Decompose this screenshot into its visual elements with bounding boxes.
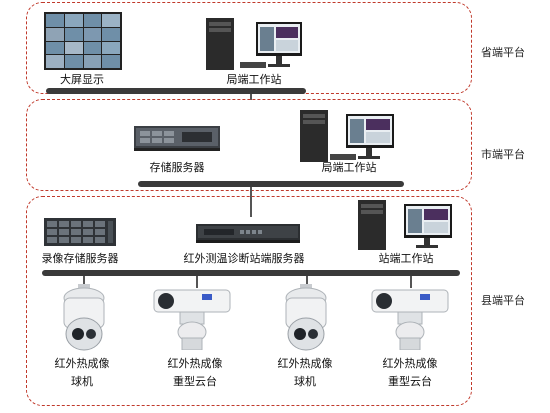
cam1-link [83,276,85,286]
cam3-link [306,276,308,286]
cam4-label-line1: 红外热成像 [382,357,438,370]
ptz-dome-camera-icon [63,284,105,351]
cam4-link [410,276,412,288]
nvr-server-icon [44,218,116,246]
province-workstation-label: 局端工作站 [226,73,282,86]
city-county-link [250,187,252,217]
video-wall-icon [44,12,122,70]
heavy-pan-tilt-camera-icon [153,289,231,350]
heavy-pan-tilt-camera-icon [371,289,449,350]
station-workstation-label: 站端工作站 [378,252,434,265]
cam2-link [196,276,198,288]
cam1-label-line1: 红外热成像 [54,357,110,370]
city-workstation-label: 局端工作站 [321,161,377,174]
county-bus [42,270,460,276]
station-workstation-icon [358,200,452,250]
diagnostic-server-icon [196,224,300,243]
tier-label-county: 县端平台 [481,294,525,307]
storage-server-icon [134,126,220,151]
province-workstation-icon [206,18,302,70]
cam4-label-line2: 重型云台 [388,375,432,388]
tier-label-city: 市端平台 [481,148,525,161]
tier-label-province: 省端平台 [481,46,525,59]
cam3-label-line1: 红外热成像 [277,357,333,370]
cam3-label-line2: 球机 [294,375,316,388]
ptz-dome-camera-icon [285,284,327,351]
city-workstation-icon [300,110,394,162]
storage-server-label: 存储服务器 [149,161,205,174]
city-region [26,99,472,191]
province-city-link [250,94,252,100]
cam2-label-line2: 重型云台 [173,375,217,388]
province-bus [46,88,306,94]
county-region [26,196,472,406]
cam1-label-line2: 球机 [71,375,93,388]
nvr-server-label: 录像存储服务器 [41,252,119,265]
video-wall-label: 大屏显示 [60,73,104,86]
diagnostic-server-label: 红外测温诊断站端服务器 [183,252,305,265]
cam2-label-line1: 红外热成像 [167,357,223,370]
city-bus [138,181,404,187]
